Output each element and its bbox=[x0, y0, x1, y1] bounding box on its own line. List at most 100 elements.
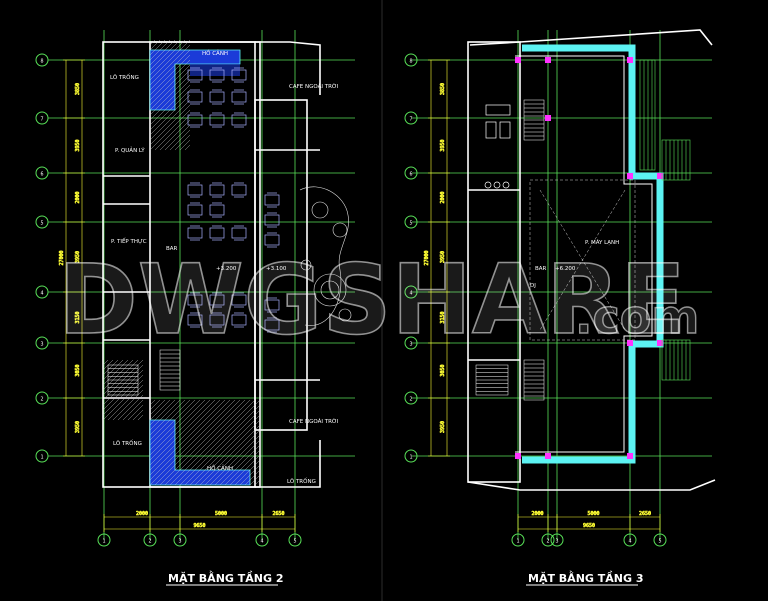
hatch-line bbox=[224, 449, 261, 486]
table bbox=[187, 314, 203, 326]
hatch-line bbox=[149, 399, 201, 451]
hatch-line bbox=[149, 399, 221, 471]
axis-bubble bbox=[35, 53, 49, 67]
hatch-line bbox=[219, 444, 261, 486]
column bbox=[657, 173, 663, 179]
hatch-line bbox=[132, 409, 144, 421]
hatch-line bbox=[254, 479, 261, 486]
axis-bubble-label: 1 bbox=[516, 539, 519, 545]
room-label-lo-trong-bottom: LÔ TRỐNG bbox=[113, 439, 142, 447]
hatch-line bbox=[149, 399, 171, 421]
table bbox=[187, 184, 203, 196]
axis-bubble bbox=[541, 533, 555, 547]
dim-value: 3850 bbox=[75, 83, 81, 95]
hatch-line bbox=[149, 399, 206, 456]
axis-bubble bbox=[35, 336, 49, 350]
exterior-landscape bbox=[299, 186, 352, 326]
column bbox=[627, 57, 633, 63]
deck bbox=[661, 339, 691, 381]
table bbox=[187, 204, 203, 216]
hatch-line bbox=[149, 39, 171, 61]
hatch-line bbox=[102, 359, 139, 396]
hatch-line bbox=[149, 399, 181, 431]
dim-total-bottom: 9650 bbox=[193, 523, 205, 529]
building-outline bbox=[102, 41, 321, 488]
axis-bubble-label: 8 bbox=[40, 59, 43, 65]
hatch-line bbox=[149, 79, 191, 121]
axis-bubble-label: 3 bbox=[40, 342, 43, 348]
axis-bubble bbox=[35, 111, 49, 125]
hatch-line bbox=[149, 399, 186, 436]
hatch-line bbox=[149, 399, 166, 416]
hatch-line bbox=[149, 69, 191, 111]
hatch-line bbox=[179, 404, 261, 486]
plan-title-level-2: MẶT BẰNG TẦNG 2 bbox=[168, 570, 284, 585]
axis-bubble bbox=[143, 533, 157, 547]
table bbox=[209, 314, 225, 326]
axis-bubble-label: 2 bbox=[40, 397, 43, 403]
hatch-line bbox=[149, 39, 166, 56]
table bbox=[231, 227, 247, 239]
axis-bubble-label: 6 bbox=[409, 172, 412, 178]
hatch-line bbox=[149, 39, 191, 81]
hatch-line bbox=[102, 359, 124, 381]
interior-layout bbox=[529, 179, 636, 341]
hatch-line bbox=[184, 409, 261, 486]
axis-bubble-label: 7 bbox=[409, 117, 412, 123]
axis-bubble bbox=[623, 533, 637, 547]
room-label-cafe-top: CAFE NGOÀI TRỜI bbox=[289, 83, 339, 90]
plan-title-level-3: MẶT BẰNG TẦNG 3 bbox=[528, 570, 644, 585]
dim-value: 3950 bbox=[75, 251, 81, 263]
hatch-line bbox=[137, 414, 144, 421]
level-mark-6200: +6.200 bbox=[555, 266, 576, 272]
table bbox=[187, 91, 203, 103]
axis-bubble bbox=[288, 533, 302, 547]
table bbox=[231, 294, 247, 306]
table bbox=[264, 214, 280, 226]
hatch-line bbox=[149, 39, 161, 51]
column bbox=[627, 173, 633, 179]
hatch-line bbox=[122, 399, 144, 421]
axis-bubble-label: 3 bbox=[178, 539, 181, 545]
column bbox=[627, 453, 633, 459]
axis-bubble bbox=[404, 336, 418, 350]
table bbox=[264, 234, 280, 246]
hatch-line bbox=[102, 369, 144, 411]
axis-bubble bbox=[653, 533, 667, 547]
axis-bubble-label: 4 bbox=[40, 291, 43, 297]
planting-hatch bbox=[102, 39, 261, 486]
axis-bubble bbox=[35, 449, 49, 463]
column bbox=[545, 57, 551, 63]
table bbox=[231, 69, 247, 81]
exterior-decks bbox=[639, 59, 691, 381]
room-label-ho-canh-top: HỒ CẢNH bbox=[202, 48, 228, 57]
axis-bubble-label: 1 bbox=[40, 455, 43, 461]
column bbox=[545, 115, 551, 121]
deck bbox=[661, 139, 691, 181]
hatch-line bbox=[234, 459, 261, 486]
level-mark-3100: +3.100 bbox=[266, 266, 287, 272]
dim-value: 2650 bbox=[272, 511, 284, 517]
room-label-quan-ly: P. QUẢN LÝ bbox=[115, 146, 145, 154]
hatch-line bbox=[149, 399, 231, 481]
table bbox=[231, 184, 247, 196]
dim-value: 3950 bbox=[440, 139, 446, 151]
hatch-line bbox=[149, 399, 216, 466]
deck bbox=[639, 59, 656, 171]
wc-fixtures bbox=[484, 104, 511, 189]
hatch-line bbox=[149, 399, 161, 411]
stairs bbox=[475, 99, 545, 401]
hatch-line bbox=[107, 384, 144, 421]
axis-bubble-label: 2 bbox=[409, 397, 412, 403]
room-label-may-lanh: P. MÁY LẠNH bbox=[585, 239, 619, 246]
table bbox=[231, 91, 247, 103]
hatch-line bbox=[229, 454, 261, 486]
axis-bubble bbox=[404, 111, 418, 125]
hatch-line bbox=[164, 124, 191, 151]
axis-bubble bbox=[404, 166, 418, 180]
room-label-lo-trong-bottom2: LÔ TRỐNG bbox=[287, 477, 316, 485]
axis-bubble bbox=[404, 449, 418, 463]
axis-bubble-label: 4 bbox=[628, 539, 631, 545]
